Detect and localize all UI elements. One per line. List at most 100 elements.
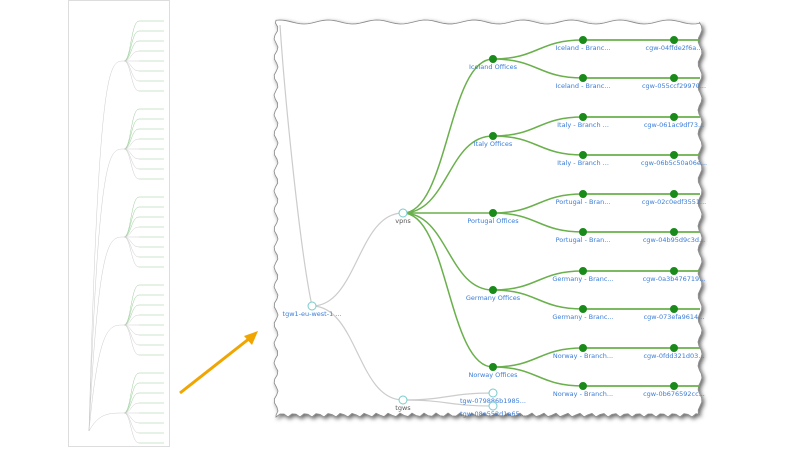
branch-node[interactable] bbox=[579, 151, 587, 159]
branch-label[interactable]: Norway - Branch... bbox=[553, 390, 613, 398]
link bbox=[402, 58, 494, 214]
cgw-node[interactable] bbox=[670, 267, 678, 275]
zoom-arrow-head bbox=[244, 331, 258, 345]
thumb-link bbox=[123, 304, 140, 326]
thumb-link bbox=[123, 118, 140, 150]
thumb-link bbox=[88, 236, 125, 432]
branch-node[interactable] bbox=[579, 344, 587, 352]
thumb-link bbox=[123, 236, 140, 268]
thumb-link bbox=[123, 40, 140, 62]
link bbox=[402, 399, 494, 407]
thumb-link bbox=[88, 324, 125, 432]
cgw-node[interactable] bbox=[670, 74, 678, 82]
tgw-label[interactable]: tgw-08e552d1a65... bbox=[460, 410, 526, 418]
cgw-node[interactable] bbox=[670, 382, 678, 390]
thumb-link bbox=[123, 216, 140, 238]
branch-label[interactable]: Portugal - Bran... bbox=[556, 198, 611, 206]
cgw-node[interactable] bbox=[670, 36, 678, 44]
link bbox=[402, 212, 494, 368]
cgw-label[interactable]: cgw-0a3b476719... bbox=[643, 275, 706, 283]
branch-label[interactable]: Italy - Branch ... bbox=[557, 121, 609, 129]
office-label[interactable]: Norway Offices bbox=[468, 371, 518, 379]
link bbox=[492, 116, 584, 137]
branch-label[interactable]: Portugal - Bran... bbox=[556, 236, 611, 244]
thumb-link bbox=[123, 226, 140, 238]
tgw-node[interactable] bbox=[488, 388, 498, 398]
link bbox=[492, 193, 584, 214]
branch-node[interactable] bbox=[579, 305, 587, 313]
branch-node[interactable] bbox=[579, 228, 587, 236]
link bbox=[492, 289, 584, 310]
cgw-label[interactable]: cgw-0fdd321d03... bbox=[643, 352, 704, 360]
link bbox=[492, 347, 584, 368]
branch-label[interactable]: Iceland - Branc... bbox=[555, 44, 610, 52]
tgw-label[interactable]: tgw-079886b1985... bbox=[460, 397, 526, 405]
thumb-link bbox=[88, 412, 125, 432]
cgw-label[interactable]: cgw-055ccf29970... bbox=[642, 82, 706, 90]
thumb-link bbox=[123, 60, 140, 92]
branch-label[interactable]: Germany - Branc... bbox=[552, 275, 613, 283]
cgw-label[interactable]: cgw-04b95d9c3d... bbox=[643, 236, 705, 244]
branch-label[interactable]: Germany - Branc... bbox=[552, 313, 613, 321]
link bbox=[402, 135, 494, 214]
link bbox=[402, 212, 494, 291]
branch-label[interactable]: Iceland - Branc... bbox=[555, 82, 610, 90]
branch-node[interactable] bbox=[579, 74, 587, 82]
zoom-arrow bbox=[179, 336, 251, 395]
office-node[interactable] bbox=[489, 55, 497, 63]
link bbox=[492, 58, 584, 79]
cgw-node[interactable] bbox=[670, 113, 678, 121]
link bbox=[492, 135, 584, 156]
branch-node[interactable] bbox=[579, 267, 587, 275]
thumb-link bbox=[123, 324, 140, 356]
cgw-label[interactable]: cgw-073efa9614... bbox=[644, 313, 705, 321]
tgw-node[interactable] bbox=[488, 401, 498, 411]
parent-link bbox=[279, 24, 313, 307]
thumb-link bbox=[123, 392, 140, 414]
branch-label[interactable]: Italy - Branch ... bbox=[557, 159, 609, 167]
cgw-label[interactable]: cgw-0b676592cc... bbox=[643, 390, 705, 398]
office-label[interactable]: Italy Offices bbox=[474, 140, 513, 148]
thumb-link bbox=[123, 206, 140, 238]
thumb-link bbox=[123, 138, 140, 150]
branch-node[interactable] bbox=[579, 382, 587, 390]
branch-label[interactable]: Norway - Branch... bbox=[553, 352, 613, 360]
branch-node[interactable] bbox=[579, 36, 587, 44]
cgw-node[interactable] bbox=[670, 228, 678, 236]
branch-node[interactable] bbox=[579, 190, 587, 198]
thumb-link bbox=[123, 294, 140, 326]
torn-frame bbox=[273, 19, 703, 418]
vpns-node[interactable] bbox=[398, 208, 408, 218]
office-node[interactable] bbox=[489, 209, 497, 217]
cgw-label[interactable]: cgw-06b5c50a06e... bbox=[641, 159, 707, 167]
thumb-link bbox=[123, 148, 140, 180]
cgw-label[interactable]: cgw-04ffde2f6a... bbox=[646, 44, 703, 52]
root-label[interactable]: tgw1-eu-west-1 ... bbox=[283, 310, 342, 318]
cgw-node[interactable] bbox=[670, 344, 678, 352]
vpns-label[interactable]: vpns bbox=[395, 217, 411, 225]
link bbox=[492, 270, 584, 291]
cgw-node[interactable] bbox=[670, 151, 678, 159]
cgw-label[interactable]: cgw-061ac9df73... bbox=[644, 121, 704, 129]
thumb-link bbox=[123, 402, 140, 414]
office-node[interactable] bbox=[489, 286, 497, 294]
cgw-node[interactable] bbox=[670, 190, 678, 198]
office-label[interactable]: Germany Offices bbox=[466, 294, 521, 302]
office-label[interactable]: Iceland Offices bbox=[469, 63, 518, 71]
branch-node[interactable] bbox=[579, 113, 587, 121]
office-node[interactable] bbox=[489, 363, 497, 371]
tgws-node[interactable] bbox=[398, 395, 408, 405]
tgws-label[interactable]: tgws bbox=[395, 404, 411, 412]
root-node[interactable] bbox=[307, 301, 317, 311]
cgw-label[interactable]: cgw-02c0edf3551... bbox=[642, 198, 707, 206]
link bbox=[492, 366, 584, 387]
link bbox=[311, 212, 404, 307]
thumb-link bbox=[123, 50, 140, 62]
office-label[interactable]: Portugal Offices bbox=[467, 217, 519, 225]
thumb-link bbox=[123, 382, 140, 414]
office-node[interactable] bbox=[489, 132, 497, 140]
cgw-node[interactable] bbox=[670, 305, 678, 313]
thumb-link bbox=[88, 148, 125, 432]
link bbox=[492, 212, 584, 233]
